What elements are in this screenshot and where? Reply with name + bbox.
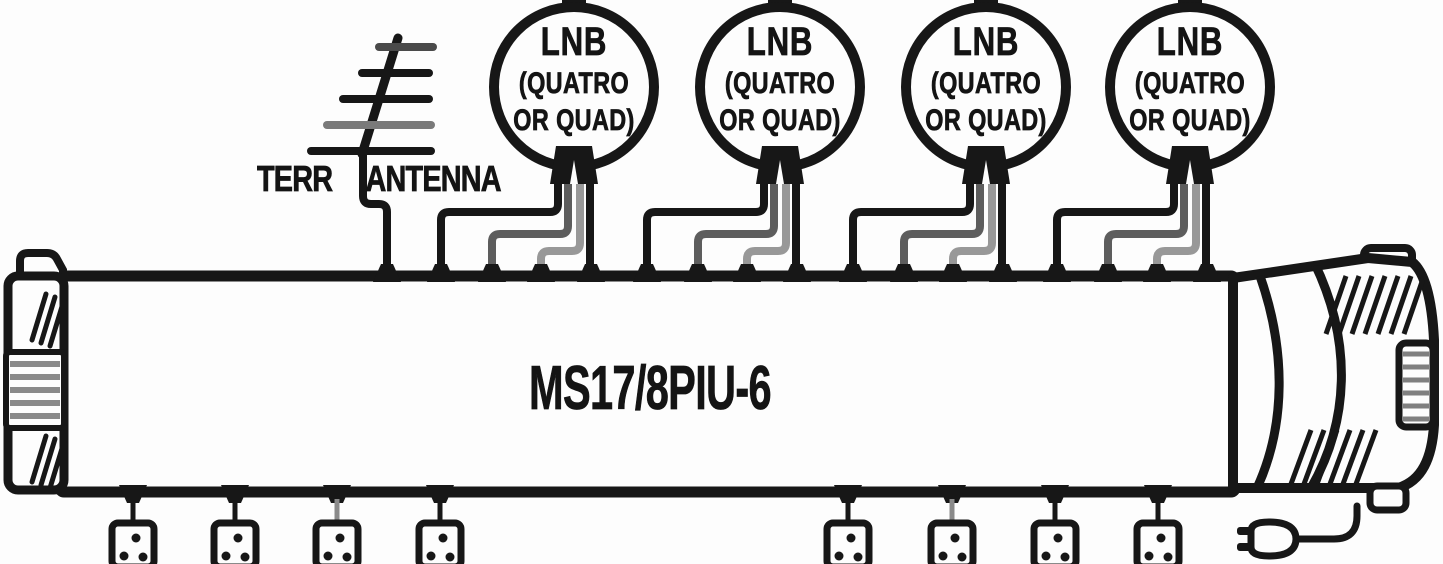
wall-socket-icon bbox=[1034, 523, 1076, 564]
lnb-label-1: LNB (QUATRO OR QUAD) bbox=[500, 22, 648, 136]
lnb-label-2: LNB (QUATRO OR QUAD) bbox=[706, 22, 854, 136]
power-cord bbox=[1288, 502, 1361, 543]
lnb-label-4: LNB (QUATRO OR QUAD) bbox=[1116, 22, 1264, 136]
lnb-type-line2: OR QUAD) bbox=[925, 104, 1047, 137]
lnb-title: LNB bbox=[746, 20, 814, 64]
power-plug-icon bbox=[1237, 518, 1300, 560]
wall-socket-icon bbox=[316, 523, 358, 564]
lnb-type-line2: OR QUAD) bbox=[719, 104, 841, 137]
lnb-title: LNB bbox=[952, 20, 1020, 64]
lnb-title: LNB bbox=[1156, 20, 1224, 64]
lnb-type-line1: (QUATRO bbox=[724, 67, 836, 100]
wall-socket-icon bbox=[931, 523, 973, 564]
wall-socket-icon bbox=[214, 523, 256, 564]
wall-socket-icon bbox=[112, 523, 154, 564]
lnb-label-3: LNB (QUATRO OR QUAD) bbox=[912, 22, 1060, 136]
wall-socket-icon bbox=[827, 523, 869, 564]
input-connector-terr bbox=[373, 264, 401, 282]
lnb-type-line2: OR QUAD) bbox=[1129, 104, 1251, 137]
device-model-label: MS17/8PIU-6 bbox=[529, 354, 772, 423]
lnb-type-line1: (QUATRO bbox=[1134, 67, 1246, 100]
lnb-title: LNB bbox=[540, 20, 608, 64]
wall-socket-icon bbox=[1137, 523, 1179, 564]
lnb-type-line1: (QUATRO bbox=[518, 67, 630, 100]
lnb-type-line2: OR QUAD) bbox=[513, 104, 635, 137]
coax-connector-right-icon bbox=[1228, 244, 1439, 514]
coax-connector-left-icon bbox=[3, 249, 69, 495]
terr-antenna-label: TERR ANTENNA bbox=[257, 158, 502, 200]
wall-socket-icon bbox=[419, 523, 461, 564]
terr-antenna-icon bbox=[307, 33, 437, 272]
bottom-notch bbox=[1366, 482, 1410, 514]
output-stems bbox=[130, 499, 1161, 525]
lnb-type-line1: (QUATRO bbox=[930, 67, 1042, 100]
